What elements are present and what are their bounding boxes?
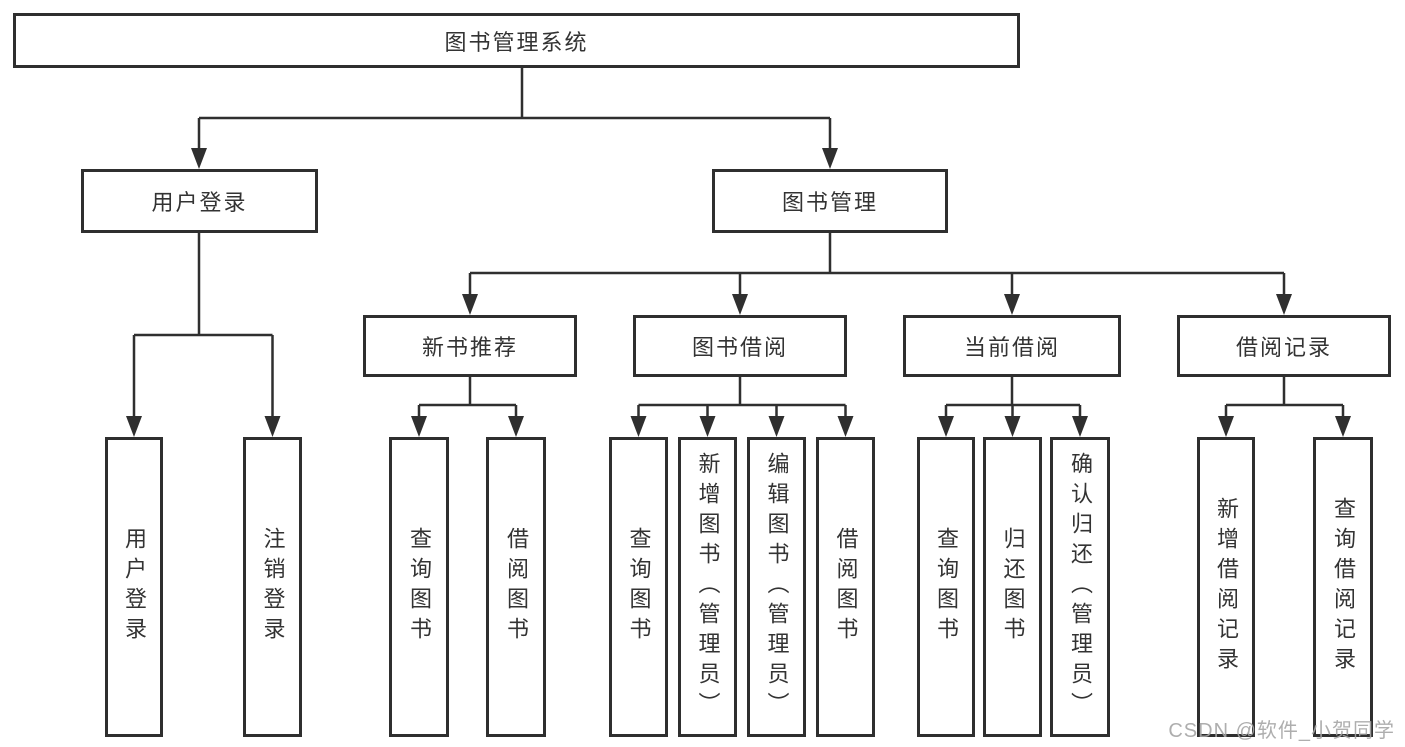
node-label: 用户登录	[151, 190, 248, 215]
node-label: 图书借阅	[691, 335, 788, 360]
node-confirm-return-admin: 确认归还（管理员）	[1050, 437, 1110, 737]
node-user-login-module: 用户登录	[81, 169, 318, 233]
node-query-books-borrowing: 查询图书	[609, 437, 668, 737]
node-query-books-current: 查询图书	[917, 437, 975, 737]
node-label: 图书管理系统	[444, 29, 589, 55]
node-label: 查询图书	[934, 527, 959, 647]
node-label: 归还图书	[1000, 527, 1026, 647]
node-label: 用户登录	[122, 527, 147, 647]
node-query-borrow-record: 查询借阅记录	[1313, 437, 1373, 737]
node-borrow-books-action: 借阅图书	[816, 437, 875, 737]
node-label: 图书管理	[781, 190, 878, 215]
node-book-management-module: 图书管理	[712, 169, 948, 233]
node-borrowing-records: 借阅记录	[1177, 315, 1391, 377]
node-label: 查询图书	[407, 527, 432, 647]
connector-path	[132, 68, 1345, 418]
node-label: 借阅图书	[504, 527, 529, 647]
node-label: 编辑图书（管理员）	[764, 452, 790, 722]
node-new-book-recommendation: 新书推荐	[363, 315, 577, 377]
node-label: 当前借阅	[963, 335, 1060, 360]
node-label: 查询借阅记录	[1331, 497, 1356, 677]
node-book-borrowing: 图书借阅	[633, 315, 847, 377]
node-book-management-system: 图书管理系统	[13, 13, 1020, 68]
node-current-borrowing: 当前借阅	[903, 315, 1121, 377]
node-label: 新增借阅记录	[1214, 497, 1239, 677]
node-label: 借阅图书	[833, 527, 859, 647]
node-user-login-action: 用户登录	[105, 437, 163, 737]
node-return-books: 归还图书	[983, 437, 1042, 737]
node-label: 注销登录	[260, 527, 286, 647]
watermark: CSDN @软件_小贺同学	[1168, 720, 1395, 742]
node-label: 新书推荐	[421, 335, 518, 360]
node-add-borrow-record: 新增借阅记录	[1197, 437, 1255, 737]
node-label: 确认归还（管理员）	[1068, 452, 1093, 722]
node-label: 新增图书（管理员）	[695, 452, 721, 722]
node-query-books-recommend: 查询图书	[389, 437, 449, 737]
node-label: 查询图书	[626, 527, 652, 647]
node-logout-action: 注销登录	[243, 437, 302, 737]
node-label: 借阅记录	[1235, 335, 1332, 360]
node-add-books-admin: 新增图书（管理员）	[678, 437, 737, 737]
node-edit-books-admin: 编辑图书（管理员）	[747, 437, 806, 737]
node-borrow-books-recommend: 借阅图书	[486, 437, 546, 737]
